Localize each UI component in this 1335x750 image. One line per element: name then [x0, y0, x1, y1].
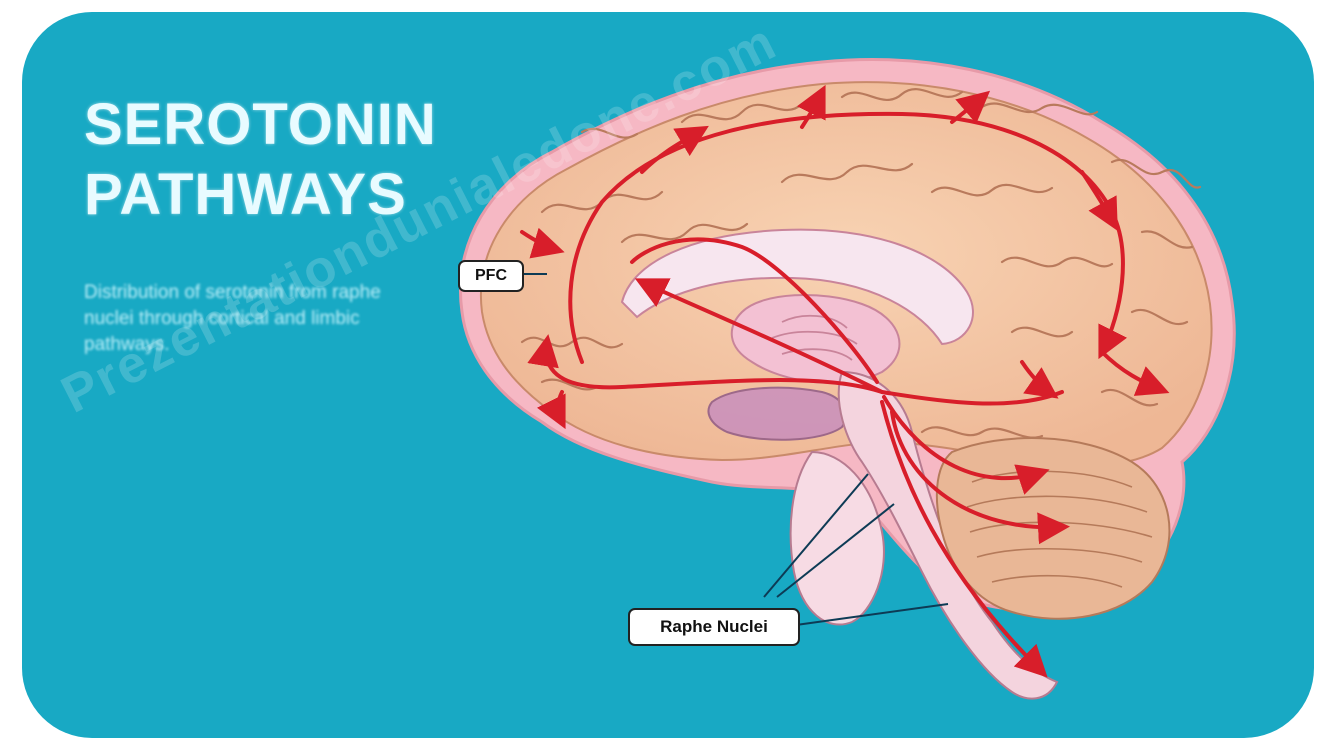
hypothalamus: [708, 388, 845, 440]
footer-right-text: [1218, 690, 1254, 702]
footer-left-text: [132, 688, 242, 702]
pfc-label: PFC: [458, 260, 524, 292]
slide-card: SEROTONIN PATHWAYS Distribution of serot…: [22, 12, 1314, 738]
title-line-1: SEROTONIN: [84, 90, 437, 160]
raphe-nuclei-label: Raphe Nuclei: [628, 608, 800, 646]
